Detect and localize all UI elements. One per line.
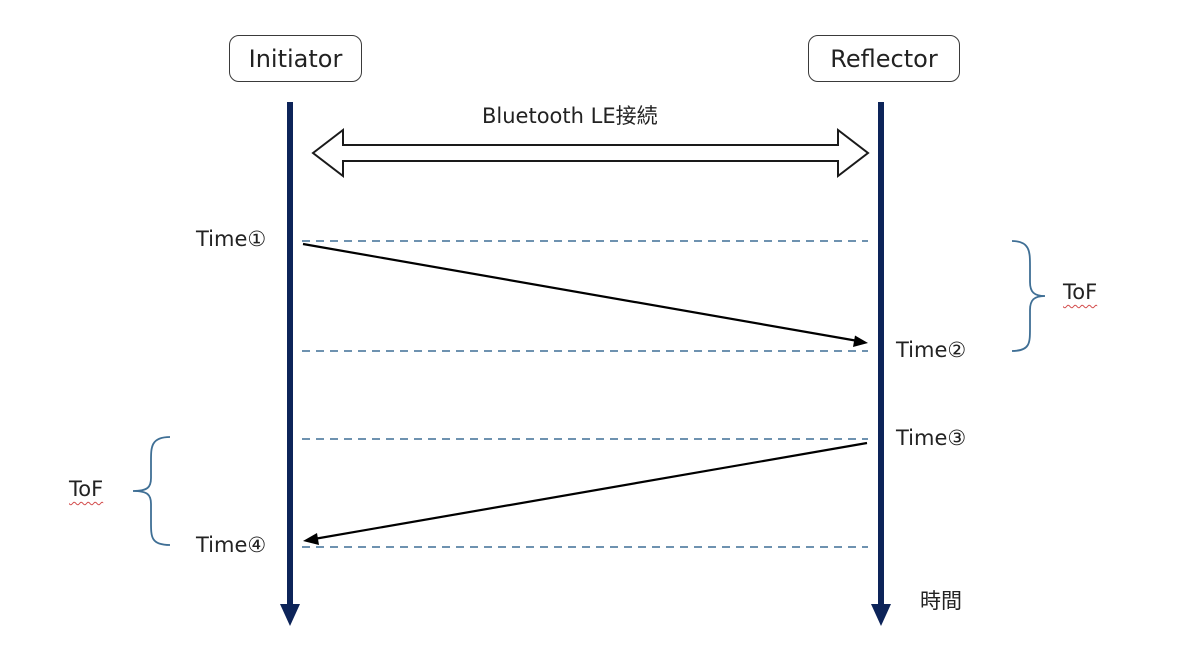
time2-label: Time② [896,338,967,362]
tof-right-label: ToF [1063,280,1098,304]
connection-label: Bluetooth LE接続 [482,104,658,128]
tof-left-brace [132,436,171,546]
connection-double-arrow [311,127,870,179]
reflector-lifeline-arrowhead-icon [871,604,891,626]
signal-reflector-to-initiator [313,441,868,541]
reflector-box: Reflector [808,35,960,82]
signal1-arrowhead-icon [853,335,868,347]
signal2-arrowhead-icon [303,533,319,545]
tof-right-brace [1011,240,1046,352]
initiator-label: Initiator [248,44,343,73]
time-axis-label: 時間 [920,589,962,613]
initiator-box: Initiator [229,35,362,82]
time4-label: Time④ [196,533,267,557]
signal-initiator-to-reflector [302,242,859,343]
time3-label: Time③ [896,426,967,450]
reflector-label: Reflector [830,44,938,73]
tof-left-label: ToF [69,477,104,501]
time1-label: Time① [196,227,267,251]
initiator-lifeline-arrowhead-icon [280,604,300,626]
